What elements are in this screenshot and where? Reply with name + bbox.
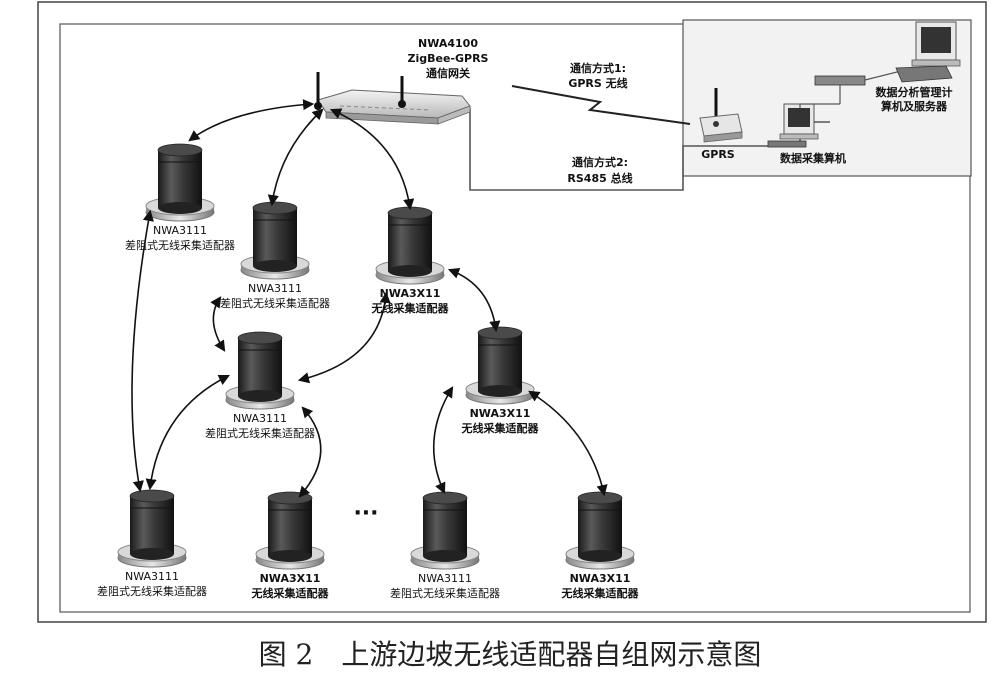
adapter-node-desc-label: 差阻式无线采集适配器 [220,296,330,310]
mesh-link-arrow [298,406,322,498]
mesh-link-arrow [297,291,391,384]
server-label: 数据分析管理计 [876,85,953,99]
collector-label: 数据采集算机 [780,151,846,165]
adapter-node-desc-label: 差阻式无线采集适配器 [390,586,500,600]
mesh-link-arrow [329,108,415,211]
gprs-label: GPRS [701,148,735,161]
adapter-node-desc-label: 无线采集适配器 [561,586,640,600]
adapter-node-model-label: NWA3X11 [570,572,631,585]
mesh-link-arrow [188,99,315,142]
comm1-type-label: GPRS 无线 [568,76,627,90]
adapter-node-desc-label: 差阻式无线采集适配器 [97,584,207,598]
adapter-node-model-label: NWA3X11 [380,287,441,300]
adapter-node-model-label: NWA3111 [153,224,207,237]
server-computer [895,21,961,83]
ellipsis-more-nodes: ··· [353,501,378,526]
gprs-modem [699,88,743,143]
outer-frame [37,1,987,623]
figure-caption: 图 2 上游边坡无线适配器自组网示意图 [259,638,762,671]
adapter-node-desc-label: 无线采集适配器 [461,421,540,435]
mesh-link-arrow [267,108,324,207]
mesh-link-arrow [210,296,226,352]
adapter-node-model-label: NWA3X11 [260,572,321,585]
adapter-node-model-label: NWA3X11 [470,407,531,420]
mesh-link-arrow [528,390,608,497]
mesh-link-arrow [131,209,154,493]
server-label-2: 算机及服务器 [880,99,948,113]
adapter-node-desc-label: 差阻式无线采集适配器 [125,238,235,252]
collector-computer [767,103,819,148]
adapter-node-model-label: NWA3111 [418,572,472,585]
adapter-node-model-label: NWA3111 [125,570,179,583]
comm2-label: 通信方式2: [572,155,628,169]
adapter-nodes: NWA3111差阻式无线采集适配器NWA3111差阻式无线采集适配器NWA3X1… [97,143,640,600]
comm2-type-label: RS485 总线 [567,171,632,185]
gateway-type-label: 通信网关 [426,66,470,80]
adapter-node-desc-label: 无线采集适配器 [251,586,330,600]
gateway-protocol-label: ZigBee-GPRS [408,52,489,65]
comm1-label: 通信方式1: [570,61,626,75]
gprs-wireless-link [511,85,691,125]
gateway-model-label: NWA4100 [418,37,478,50]
adapter-node-model-label: NWA3111 [233,412,287,425]
mesh-link-arrow [145,374,231,491]
mesh-link-arrow [432,386,454,495]
adapter-node-model-label: NWA3111 [248,282,302,295]
inner-frame [59,23,971,613]
adapter-node-desc-label: 差阻式无线采集适配器 [205,426,315,440]
mesh-link-arrow [447,267,501,333]
mesh-links [131,99,608,498]
